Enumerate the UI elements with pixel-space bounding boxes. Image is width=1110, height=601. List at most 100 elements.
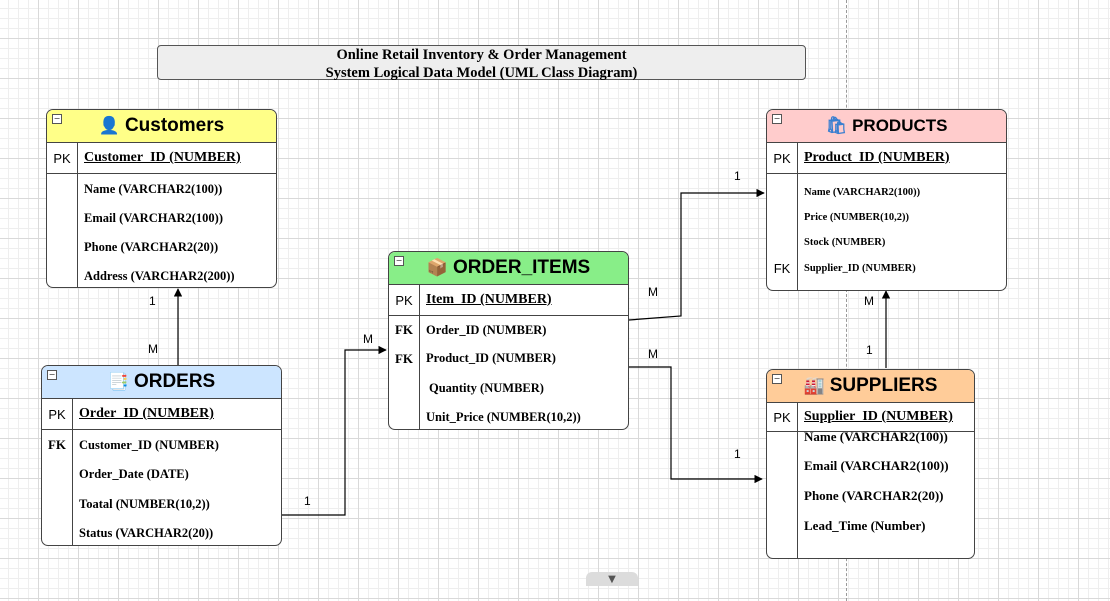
diagram-title[interactable]: Online Retail Inventory & Order Manageme…	[157, 45, 806, 81]
field-row[interactable]: Unit_Price (NUMBER(10,2))	[389, 403, 628, 429]
entity-orders[interactable]: − 📑 ORDERS PK Order_ID (NUMBER) FK Custom…	[41, 365, 282, 546]
pk-row[interactable]: PK Customer_ID (NUMBER)	[47, 143, 276, 174]
connector-orders-order-items[interactable]	[281, 345, 387, 516]
chevron-down-icon: ▼	[608, 573, 616, 585]
field-text: Price (NUMBER(10,2))	[804, 212, 909, 223]
entity-orders-title: ORDERS	[133, 371, 216, 392]
field-row[interactable]: FK Customer_ID (NUMBER)	[42, 430, 281, 460]
diagram-title-line1: Online Retail Inventory & Order Manageme…	[336, 47, 627, 63]
collapse-icon[interactable]: −	[772, 114, 782, 124]
cardinality-label: M	[648, 285, 658, 299]
shopping-bag-icon: 🛍	[825, 115, 848, 136]
diagram-title-line2: System Logical Data Model (UML Class Dia…	[325, 65, 638, 81]
cardinality-label: M	[148, 342, 158, 356]
field-text: Toatal (NUMBER(10,2))	[79, 496, 210, 511]
pk-field: Order_ID (NUMBER)	[79, 406, 214, 421]
collapse-icon[interactable]: −	[394, 256, 404, 266]
entity-orders-header[interactable]: − 📑 ORDERS	[42, 366, 281, 399]
key-label: FK	[47, 437, 67, 452]
pk-field: Product_ID (NUMBER)	[804, 150, 950, 165]
cardinality-label: 1	[304, 494, 311, 508]
pk-field: Customer_ID (NUMBER)	[84, 150, 241, 165]
entity-order-items-title: ORDER_ITEMS	[452, 257, 591, 278]
field-text: Unit_Price (NUMBER(10,2))	[426, 410, 581, 424]
field-row[interactable]: Email (VARCHAR2(100))	[47, 204, 276, 233]
field-text: Phone (VARCHAR2(20))	[804, 488, 944, 503]
field-text: Order_ID (NUMBER)	[426, 322, 547, 337]
field-text: Name (VARCHAR2(100))	[804, 187, 921, 198]
field-text: Supplier_ID (NUMBER)	[804, 262, 916, 274]
cardinality-label: 1	[866, 343, 873, 357]
key-column-divider	[72, 398, 73, 545]
page-break-guide	[846, 0, 847, 601]
pk-row[interactable]: PK Item_ID (NUMBER)	[389, 285, 628, 316]
entity-order-items-header[interactable]: − 📦 ORDER_ITEMS	[389, 252, 628, 285]
field-text: Stock (NUMBER)	[804, 237, 886, 248]
entity-customers-title: Customers	[124, 115, 225, 136]
collapse-icon[interactable]: −	[47, 370, 57, 380]
pk-label: PK	[773, 409, 791, 425]
field-row[interactable]: Lead_Time (Number)	[767, 511, 974, 540]
pk-row[interactable]: PK Order_ID (NUMBER)	[42, 399, 281, 430]
entity-suppliers[interactable]: − 🏭 SUPPLIERS PK Supplier_ID (NUMBER) Na…	[766, 369, 975, 559]
connector-order-items-suppliers[interactable]	[629, 366, 763, 484]
collapse-icon[interactable]: −	[52, 114, 62, 124]
pk-field: Item_ID (NUMBER)	[426, 292, 552, 307]
field-row[interactable]: Phone (VARCHAR2(20))	[47, 233, 276, 262]
cardinality-label: 1	[734, 447, 741, 461]
factory-icon: 🏭	[803, 375, 825, 396]
cardinality-label: M	[864, 294, 874, 308]
key-column-divider	[797, 402, 798, 558]
pk-field: Supplier_ID (NUMBER)	[804, 409, 953, 424]
entity-suppliers-header[interactable]: − 🏭 SUPPLIERS	[767, 370, 974, 403]
field-text: Email (VARCHAR2(100))	[84, 211, 223, 225]
key-column-divider	[77, 142, 78, 287]
field-text: Address (VARCHAR2(200))	[84, 269, 235, 283]
entity-suppliers-title: SUPPLIERS	[829, 375, 938, 396]
field-row[interactable]: Stock (NUMBER)	[767, 230, 1006, 255]
entity-products-title: PRODUCTS	[852, 116, 948, 135]
entity-products[interactable]: − 🛍 PRODUCTS PK Product_ID (NUMBER) Name…	[766, 109, 1007, 291]
pk-label: PK	[53, 150, 71, 166]
connector-order-items-products[interactable]	[628, 188, 765, 321]
field-row[interactable]: Name (VARCHAR2(100))	[767, 180, 1006, 205]
field-row[interactable]: Quantity (NUMBER)	[389, 373, 628, 403]
key-label: FK	[394, 322, 414, 337]
field-text: Lead_Time (Number)	[804, 517, 926, 533]
field-row[interactable]: FK Product_ID (NUMBER)	[389, 344, 628, 373]
pk-row[interactable]: PK Product_ID (NUMBER)	[767, 143, 1006, 174]
field-text: Product_ID (NUMBER)	[426, 351, 556, 365]
entity-customers-header[interactable]: − 👤 Customers	[47, 110, 276, 143]
field-text: Name (VARCHAR2(100))	[804, 428, 948, 444]
pk-row[interactable]: PK Supplier_ID (NUMBER)	[767, 403, 974, 432]
field-row[interactable]: Order_Date (DATE)	[42, 460, 281, 489]
field-row[interactable]: Price (NUMBER(10,2))	[767, 205, 1006, 230]
field-row[interactable]: FK Supplier_ID (NUMBER)	[767, 255, 1006, 281]
entity-products-header[interactable]: − 🛍 PRODUCTS	[767, 110, 1006, 143]
field-row[interactable]: FK Order_ID (NUMBER)	[389, 316, 628, 344]
key-label: FK	[773, 260, 791, 276]
entity-customers[interactable]: − 👤 Customers PK Customer_ID (NUMBER) Na…	[46, 109, 277, 288]
cardinality-label: M	[363, 332, 373, 346]
field-row[interactable]: Toatal (NUMBER(10,2))	[42, 489, 281, 519]
user-icon: 👤	[98, 115, 120, 136]
field-row[interactable]: Address (VARCHAR2(200))	[47, 262, 276, 287]
field-row[interactable]: Phone (VARCHAR2(20))	[767, 481, 974, 511]
entity-order-items[interactable]: − 📦 ORDER_ITEMS PK Item_ID (NUMBER) FK Or…	[388, 251, 629, 430]
field-text: Email (VARCHAR2(100))	[804, 458, 949, 473]
collapse-icon[interactable]: −	[772, 374, 782, 384]
cardinality-label: M	[648, 347, 658, 361]
field-row[interactable]: Status (VARCHAR2(20))	[42, 519, 281, 545]
expand-panel-button[interactable]: ▼	[586, 572, 638, 586]
field-row[interactable]: Name (VARCHAR2(100))	[767, 422, 974, 451]
pk-label: PK	[48, 406, 66, 422]
key-label: FK	[394, 350, 414, 366]
field-row[interactable]: Name (VARCHAR2(100))	[47, 175, 276, 204]
field-row[interactable]: Email (VARCHAR2(100))	[767, 451, 974, 481]
pk-label: PK	[395, 292, 413, 308]
field-text: Customer_ID (NUMBER)	[79, 437, 219, 452]
cardinality-label: 1	[734, 169, 741, 183]
key-column-divider	[419, 284, 420, 429]
field-text: Order_Date (DATE)	[79, 467, 189, 481]
